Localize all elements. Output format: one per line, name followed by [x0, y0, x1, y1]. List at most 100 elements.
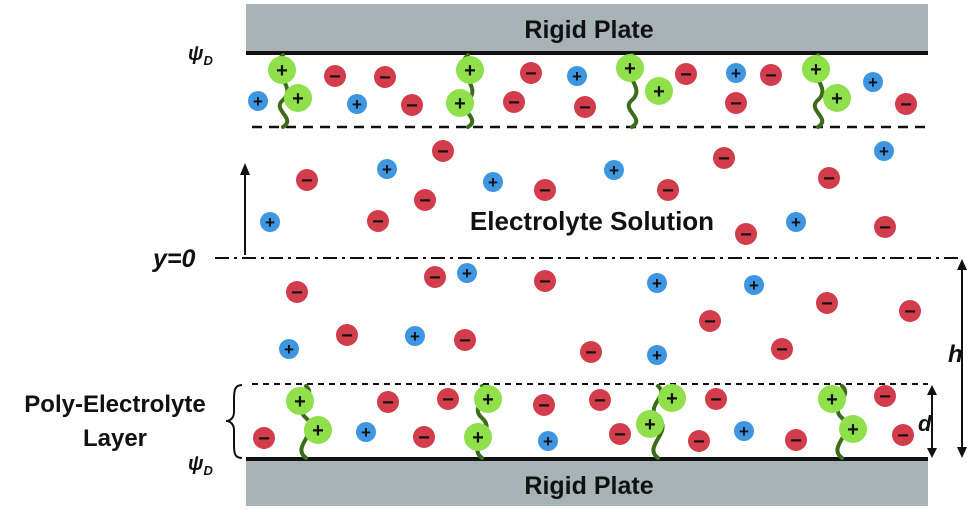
psi-bottom-label: ψD	[188, 453, 213, 478]
fixed-charge-sign: +	[294, 391, 306, 413]
anion: −	[657, 179, 679, 202]
h-arrow-top	[957, 259, 967, 270]
anion: −	[286, 281, 308, 304]
cation-sign: +	[284, 340, 294, 359]
anion-sign: −	[693, 431, 705, 453]
fixed-charge: +	[818, 385, 846, 413]
anion: −	[589, 389, 611, 412]
cation: +	[347, 94, 367, 114]
anion: −	[874, 385, 896, 408]
anion-sign: −	[821, 293, 833, 315]
cation: +	[647, 273, 667, 293]
fixed-charge: +	[286, 387, 314, 415]
cation: +	[726, 63, 746, 83]
bottom-polymer-chains: + + + + + + + +	[286, 384, 867, 460]
cation-sign: +	[410, 327, 420, 346]
anion-sign: −	[429, 267, 441, 289]
anion-sign: −	[662, 180, 674, 202]
anion-sign: −	[579, 97, 591, 119]
anion: −	[533, 394, 555, 417]
cation: +	[647, 345, 667, 365]
cation-sign: +	[609, 161, 619, 180]
anion: −	[253, 427, 275, 450]
top-rigid-plate	[246, 4, 928, 52]
cation: +	[604, 160, 624, 180]
fixed-charge-sign: +	[826, 389, 838, 411]
cation-sign: +	[572, 67, 582, 86]
anion-sign: −	[790, 430, 802, 452]
anion: −	[503, 91, 525, 114]
anion: −	[454, 329, 476, 352]
anion: −	[713, 147, 735, 170]
cation-sign: +	[731, 64, 741, 83]
anion: −	[675, 63, 697, 86]
anion-sign: −	[418, 427, 430, 449]
anion-sign: −	[258, 428, 270, 450]
cation: +	[377, 159, 397, 179]
fixed-charge: +	[823, 84, 851, 112]
fixed-charge-sign: +	[653, 81, 665, 103]
anion: −	[609, 423, 631, 446]
cation-sign: +	[652, 346, 662, 365]
anion: −	[874, 216, 896, 239]
fixed-charge: +	[464, 423, 492, 451]
fixed-charge: +	[802, 55, 830, 83]
cation-sign: +	[652, 274, 662, 293]
fixed-charge: +	[645, 77, 673, 105]
d-arrow-bottom	[927, 448, 937, 458]
cation-sign: +	[253, 92, 263, 111]
anion: −	[580, 341, 602, 364]
anion: −	[413, 426, 435, 449]
anion-sign: −	[525, 63, 537, 85]
fixed-charge-sign: +	[644, 414, 656, 436]
anion: −	[296, 169, 318, 192]
fixed-charge-sign: +	[831, 88, 843, 110]
cation-sign: +	[749, 276, 759, 295]
fixed-charge-sign: +	[454, 93, 466, 115]
psi-top-label: ψD	[188, 43, 213, 68]
anion: −	[534, 179, 556, 202]
anion-sign: −	[718, 148, 730, 170]
fixed-charge: +	[304, 416, 332, 444]
anion: −	[534, 270, 556, 293]
fixed-charge-sign: +	[276, 60, 288, 82]
cation: +	[874, 141, 894, 161]
anion-sign: −	[382, 392, 394, 414]
anion: −	[735, 223, 757, 246]
cation: +	[567, 66, 587, 86]
bottom-plate-label: Rigid Plate	[524, 472, 653, 500]
fixed-charge: +	[474, 385, 502, 413]
cation: +	[863, 72, 883, 92]
cation: +	[457, 263, 477, 283]
cation-sign: +	[488, 173, 498, 192]
cation-sign: +	[868, 73, 878, 92]
anion-sign: −	[459, 330, 471, 352]
fixed-charge-sign: +	[847, 419, 859, 441]
y-axis-arrowhead	[240, 163, 250, 175]
anion-sign: −	[614, 424, 626, 446]
anion: −	[818, 167, 840, 190]
fixed-charge-sign: +	[482, 389, 494, 411]
anion-sign: −	[594, 390, 606, 412]
anion: −	[437, 388, 459, 411]
anion: −	[892, 424, 914, 447]
anion-sign: −	[680, 64, 692, 86]
anion-sign: −	[538, 395, 550, 417]
anion-sign: −	[710, 389, 722, 411]
cation-sign: +	[382, 160, 392, 179]
mobile-ions: −−−−−−−−−−−−−−−−−−−−−−−−−−−−−−−−−−−−−−−−…	[248, 62, 921, 453]
cation-sign: +	[265, 213, 275, 232]
cation: +	[260, 212, 280, 232]
fixed-charge: +	[456, 56, 484, 84]
cation: +	[405, 326, 425, 346]
electrolyte-solution-label: Electrolyte Solution	[470, 206, 714, 236]
cation: +	[734, 421, 754, 441]
anion-sign: −	[897, 425, 909, 447]
anion: −	[816, 292, 838, 315]
anion-sign: −	[406, 95, 418, 117]
top-polymer-chains: ++++++++	[268, 53, 851, 129]
anion-sign: −	[879, 217, 891, 239]
anion: −	[520, 62, 542, 85]
cation: +	[786, 212, 806, 232]
cation-sign: +	[791, 213, 801, 232]
